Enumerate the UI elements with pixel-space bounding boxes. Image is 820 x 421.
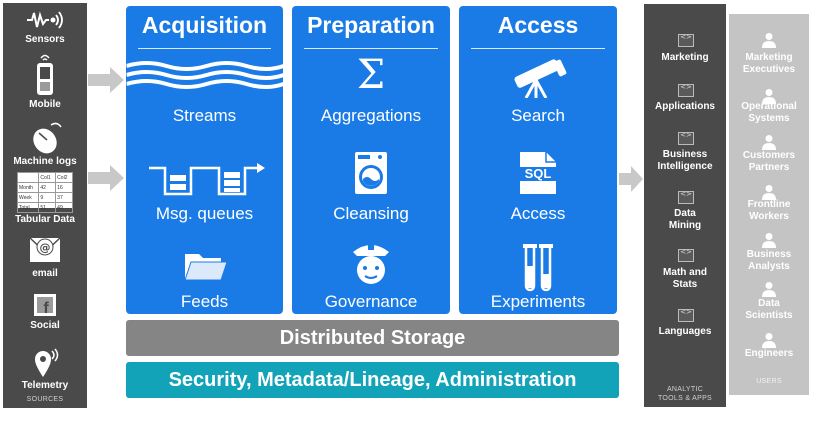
table-cell: 37 [55, 192, 73, 203]
title-divider [304, 48, 438, 49]
sql-file-icon: SQL [516, 150, 560, 196]
table-cell: 42 [38, 182, 57, 193]
facebook-icon: f [3, 291, 87, 319]
user-label-marketing-executives: Marketing Executives [742, 52, 796, 75]
user-icon [762, 185, 776, 200]
user-label-data-scientists: Data Scientists [745, 298, 793, 321]
source-label-machine-logs: Machine logs [13, 156, 77, 167]
telescope-icon [506, 58, 570, 103]
security-metadata-bar: Security, Metadata/Lineage, Administrati… [126, 362, 619, 398]
code-window-icon [678, 248, 694, 262]
table-cell: Total [16, 202, 40, 213]
code-window-icon [678, 131, 694, 145]
code-window-icon [678, 83, 694, 97]
analytic-tools-column: Marketing Applications Business Intellig… [644, 4, 726, 407]
user-label-customers-partners: Customers Partners [742, 150, 796, 173]
mouse-icon [3, 121, 87, 155]
tool-label-business-intelligence: Business Intelligence [657, 149, 713, 172]
svg-text:@: @ [40, 241, 51, 254]
panel-title: Preparation [307, 12, 435, 38]
tool-label-applications: Applications [654, 101, 715, 112]
arrow-right-icon [88, 165, 124, 191]
source-label-email: email [32, 268, 58, 279]
user-icon [762, 282, 776, 297]
table-cell [16, 172, 40, 183]
washing-machine-icon [353, 150, 389, 201]
acquisition-panel: Acquisition Streams Msg. queues Feeds [125, 6, 284, 314]
message-queue-icon [145, 158, 265, 203]
sensor-waveform-icon [3, 9, 87, 31]
svg-text:f: f [43, 300, 49, 317]
arrow-right-icon [88, 67, 124, 93]
folder-icon [183, 248, 228, 289]
analytic-tools-footer: ANALYTIC TOOLS & APPS [657, 386, 713, 402]
user-icon [762, 89, 776, 104]
user-label-operational-systems: Operational Systems [741, 101, 797, 124]
table-icon: Col1 Col2 Month 42 16 Week 9 37 Total 51… [16, 172, 73, 213]
item-label-search: Search [511, 106, 565, 125]
user-label-frontline-workers: Frontline Workers [747, 199, 791, 222]
table-cell: 51 [38, 202, 57, 213]
item-label-aggregations: Aggregations [320, 106, 422, 125]
user-icon [762, 233, 776, 248]
user-label-engineers: Engineers [744, 348, 794, 359]
tool-label-marketing: Marketing [661, 52, 709, 63]
item-label-streams: Streams [172, 106, 237, 125]
code-window-icon [678, 308, 694, 322]
arrow-right-icon [619, 166, 643, 192]
source-label-tabular-data: Tabular Data [15, 214, 75, 225]
police-officer-icon [347, 238, 395, 293]
users-column: Marketing Executives Operational Systems… [729, 14, 809, 395]
tool-label-data-mining: Data Mining [668, 208, 702, 231]
sql-glyph: SQL [524, 166, 552, 181]
table-cell: Month [16, 182, 40, 193]
users-footer: USERS [756, 378, 782, 385]
item-label-msg-queues: Msg. queues [155, 204, 254, 223]
mobile-phone-icon [3, 53, 87, 97]
stream-waves-icon [125, 58, 284, 95]
item-label-experiments: Experiments [490, 292, 586, 311]
table-cell: Col2 [55, 172, 73, 183]
code-window-icon [678, 33, 694, 47]
table-cell: Col1 [38, 172, 57, 183]
source-label-telemetry: Telemetry [21, 380, 69, 391]
source-label-social: Social [30, 320, 60, 331]
sources-footer: SOURCES [26, 396, 64, 403]
tool-label-math-and-stats: Math and Stats [663, 267, 707, 290]
sigma-icon: Σ [356, 52, 386, 98]
distributed-storage-bar: Distributed Storage [126, 320, 619, 356]
user-icon [762, 135, 776, 150]
panel-title: Acquisition [141, 12, 268, 38]
table-cell: Week [16, 192, 40, 203]
item-label-access: Access [510, 204, 566, 223]
location-pin-icon [3, 347, 87, 379]
access-panel: Access Search SQL Access Experiments [459, 6, 617, 314]
table-cell: 16 [55, 182, 73, 193]
item-label-feeds: Feeds [180, 292, 229, 311]
title-divider [138, 48, 271, 49]
code-window-icon [678, 190, 694, 204]
user-icon [762, 33, 776, 48]
table-cell: 49 [55, 202, 73, 213]
user-icon [762, 333, 776, 348]
preparation-panel: Preparation Σ Aggregations Cleansing Gov… [292, 6, 450, 314]
source-label-mobile: Mobile [29, 99, 61, 110]
test-tubes-icon [518, 242, 558, 299]
item-label-governance: Governance [324, 292, 418, 311]
item-label-cleansing: Cleansing [333, 204, 409, 223]
source-label-sensors: Sensors [25, 34, 65, 45]
user-label-business-analysts: Business Analysts [746, 249, 792, 272]
title-divider [471, 48, 605, 49]
table-cell: 9 [38, 192, 57, 203]
sources-column: Sensors Mobile Machine logs Col1 Col2 [3, 3, 87, 408]
panel-title: Access [497, 12, 579, 38]
tool-label-languages: Languages [658, 326, 712, 337]
email-icon: @ [3, 234, 87, 266]
